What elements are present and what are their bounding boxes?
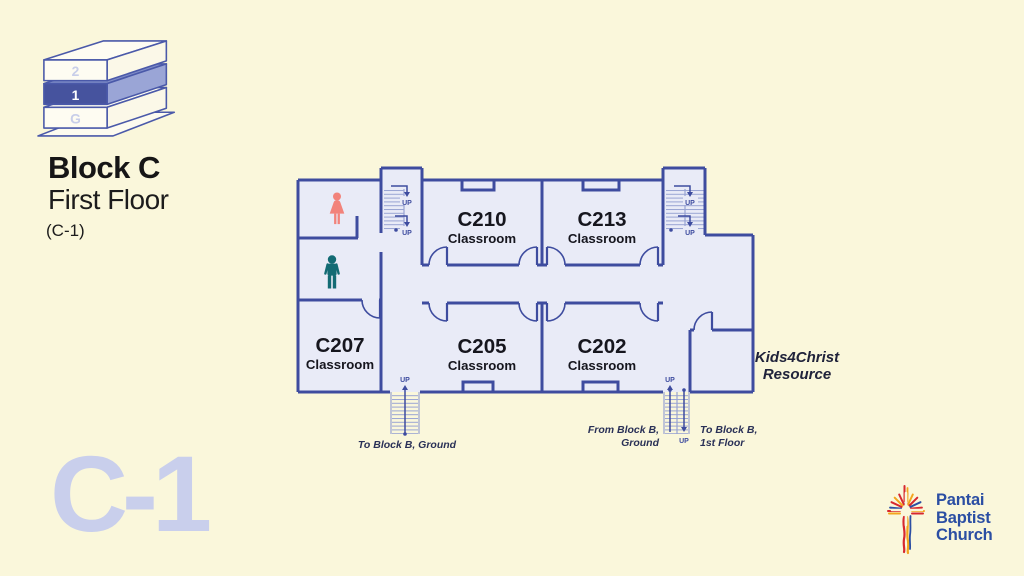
- floor-plan: UP UP UP UP UP UP UP C210 Classroom C213…: [296, 166, 840, 451]
- stack-label-2: 2: [72, 63, 80, 79]
- up-label-stairs-bottom-right-down: UP: [679, 438, 689, 445]
- up-label-tower-left-1: UP: [402, 200, 412, 207]
- walls: [296, 166, 755, 394]
- up-label-stairs-bottom-left: UP: [400, 377, 410, 384]
- up-label-tower-right-1: UP: [685, 200, 695, 207]
- room-type-c205: Classroom: [448, 358, 516, 373]
- female-restroom-icon: [329, 192, 345, 225]
- door-arcs: [361, 246, 713, 331]
- up-label-tower-right-2: UP: [685, 230, 695, 237]
- caption-to-block-b-line1: To Block B,: [700, 424, 757, 436]
- floor-code-watermark: C-1: [50, 433, 212, 554]
- annex-label-line2: Resource: [763, 366, 831, 383]
- door-leaves: [378, 247, 714, 330]
- room-type-c210: Classroom: [448, 231, 516, 246]
- up-label-tower-left-2: UP: [402, 230, 412, 237]
- page-title: Block C: [48, 150, 160, 185]
- church-name-line2: Baptist: [936, 508, 991, 527]
- church-name-line1: Pantai: [936, 491, 985, 509]
- stack-label-1: 1: [72, 87, 80, 103]
- church-cross-logo-icon: [887, 485, 925, 555]
- room-type-c207: Classroom: [306, 357, 374, 372]
- stack-label-g: G: [70, 111, 81, 127]
- church-name-line3: Church: [936, 526, 993, 544]
- church-name: Pantai Baptist Church: [936, 491, 993, 545]
- floor-area: [298, 168, 753, 392]
- room-label-c207: C207: [315, 334, 364, 357]
- floor-stack-icon: 2 1 G: [37, 40, 176, 137]
- annex-label-line1: Kids4Christ: [755, 349, 840, 366]
- room-label-c210: C210: [457, 208, 506, 231]
- caption-to-block-b-ground: To Block B, Ground: [358, 439, 457, 451]
- floor-code: (C-1): [46, 221, 85, 240]
- caption-to-block-b-line2: 1st Floor: [700, 437, 745, 449]
- room-label-c213: C213: [577, 208, 626, 231]
- caption-from-block-b-line1: From Block B,: [588, 424, 659, 436]
- up-label-stairs-bottom-right-up: UP: [665, 377, 675, 384]
- floor-subtitle: First Floor: [48, 184, 169, 215]
- stair-arrows: [391, 185, 698, 436]
- room-type-c213: Classroom: [568, 231, 636, 246]
- caption-from-block-b-line2: Ground: [621, 437, 659, 449]
- room-labels: C210 Classroom C213 Classroom C207 Class…: [306, 208, 636, 373]
- room-label-c202: C202: [577, 335, 626, 358]
- male-restroom-icon: [324, 255, 340, 289]
- room-label-c205: C205: [457, 335, 506, 358]
- stack-floor-second: [43, 40, 168, 82]
- room-type-c202: Classroom: [568, 358, 636, 373]
